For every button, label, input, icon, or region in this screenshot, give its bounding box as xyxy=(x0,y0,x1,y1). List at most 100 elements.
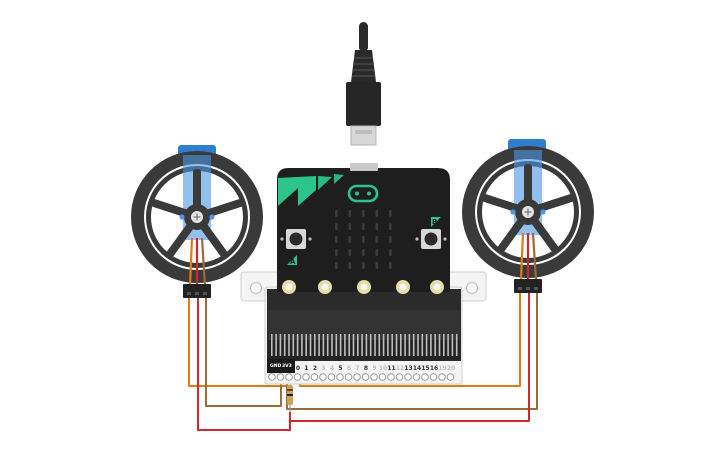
pin-label: 8 xyxy=(364,365,368,372)
edge-tooth xyxy=(374,334,376,356)
edge-tooth xyxy=(387,334,389,356)
edge-tooth xyxy=(301,334,303,356)
edge-tooth xyxy=(404,334,406,356)
led xyxy=(389,262,392,269)
edge-tooth xyxy=(288,334,290,356)
edge-connector-teeth xyxy=(271,334,458,356)
led xyxy=(362,210,365,217)
edge-tooth xyxy=(279,334,282,356)
edge-tooth xyxy=(361,334,363,356)
edge-tooth xyxy=(271,334,273,356)
edge-tooth xyxy=(455,334,458,356)
edge-tooth xyxy=(283,334,286,356)
button-b[interactable] xyxy=(415,229,447,249)
header-hole xyxy=(302,373,310,381)
header-hole xyxy=(421,373,429,381)
pin-label: 13 xyxy=(404,365,412,372)
pin-label: 7 xyxy=(355,365,359,372)
header-hole xyxy=(446,373,455,381)
edge-tooth xyxy=(400,334,402,356)
header-hole xyxy=(319,373,327,381)
edge-tooth xyxy=(314,334,316,356)
led xyxy=(362,223,365,230)
header-hole xyxy=(378,373,387,381)
edge-tooth xyxy=(425,334,428,356)
edge-tooth xyxy=(365,334,368,356)
edge-tooth xyxy=(352,334,355,356)
led xyxy=(375,223,379,230)
pin-label: 20 xyxy=(447,365,455,372)
edge-tooth xyxy=(331,334,333,356)
wire-right-servo-ground xyxy=(290,292,530,422)
pin-label: 16 xyxy=(430,365,438,372)
edge-tooth xyxy=(391,334,393,356)
edge-tooth xyxy=(335,334,338,356)
pin-label: 3 xyxy=(321,365,325,372)
edge-tooth xyxy=(421,334,424,356)
pin-label: 12 xyxy=(396,365,404,372)
led xyxy=(389,223,392,230)
led xyxy=(375,249,379,256)
pin-label: 6 xyxy=(347,365,351,372)
left-servo-connector xyxy=(183,284,211,298)
led xyxy=(335,249,338,256)
right-servo-cable xyxy=(519,232,538,281)
left-servo-cable xyxy=(188,237,207,287)
edge-tooth xyxy=(412,334,415,356)
led xyxy=(348,210,352,217)
microbit-edge-rings xyxy=(282,280,444,294)
header-hole xyxy=(336,373,344,381)
header-hole xyxy=(370,373,378,381)
gnd-label: GND xyxy=(270,363,281,369)
pin-label: 14 xyxy=(413,365,421,372)
led xyxy=(335,210,338,217)
edge-tooth xyxy=(344,334,346,356)
header-hole xyxy=(344,373,353,381)
pin-header-holes xyxy=(268,373,455,381)
edge-tooth xyxy=(322,334,325,356)
edge-tooth xyxy=(382,334,385,356)
wire-left-servo-power xyxy=(205,297,282,407)
edge-tooth xyxy=(296,334,299,356)
edge-tooth xyxy=(292,334,295,356)
3v3-label: 3V3 xyxy=(282,363,292,369)
header-hole xyxy=(276,373,285,381)
header-hole xyxy=(438,373,446,381)
button-b-label: B xyxy=(432,218,437,226)
header-hole xyxy=(429,373,438,381)
header-hole xyxy=(412,373,421,381)
edge-tooth xyxy=(443,334,445,356)
header-hole xyxy=(310,373,319,381)
usb-cable xyxy=(346,22,381,146)
pin-label: 4 xyxy=(330,365,334,372)
led xyxy=(389,210,392,217)
edge-tooth xyxy=(430,334,432,356)
pin-label: 0 xyxy=(296,365,300,372)
header-hole xyxy=(293,373,302,381)
led xyxy=(335,262,338,269)
pin-label: 1 xyxy=(304,365,308,372)
led xyxy=(335,236,338,243)
header-hole xyxy=(285,373,293,381)
button-a-label-badge: A xyxy=(287,255,297,266)
microbit: A B xyxy=(277,163,450,294)
edge-tooth xyxy=(309,334,312,356)
edge-tooth xyxy=(305,334,307,356)
pin-label: 11 xyxy=(387,365,395,372)
edge-tooth xyxy=(318,334,320,356)
button-a[interactable] xyxy=(280,229,312,249)
right-servo xyxy=(462,131,594,293)
edge-tooth xyxy=(395,334,398,356)
edge-tooth xyxy=(357,334,359,356)
edge-tooth xyxy=(417,334,419,356)
pin-label: 15 xyxy=(421,365,429,372)
led xyxy=(335,223,338,230)
pin-label: 9 xyxy=(372,365,376,372)
led xyxy=(375,210,379,217)
led xyxy=(362,249,365,256)
edge-tooth xyxy=(451,334,454,356)
led xyxy=(348,236,352,243)
